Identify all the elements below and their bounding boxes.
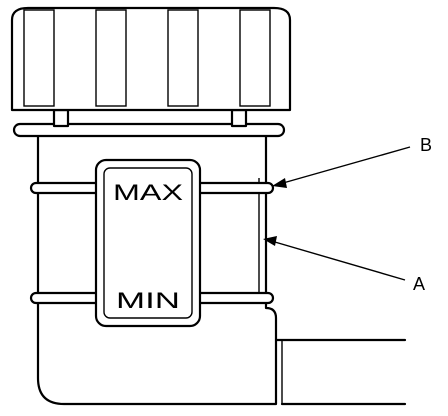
max-label: MAX xyxy=(113,180,183,205)
min-label: MIN xyxy=(116,288,180,313)
reservoir-body xyxy=(36,134,278,406)
level-window xyxy=(94,158,202,328)
callout-label-a: A xyxy=(413,274,425,294)
leader-line-a xyxy=(267,239,406,281)
callout-label-b: B xyxy=(420,135,432,155)
outlet-pipe xyxy=(274,338,407,406)
arrowhead-a xyxy=(263,236,277,246)
neck-collar xyxy=(12,122,286,138)
arrowhead-b xyxy=(272,178,287,188)
reservoir-cap xyxy=(10,6,292,112)
leader-line-b xyxy=(275,146,411,186)
